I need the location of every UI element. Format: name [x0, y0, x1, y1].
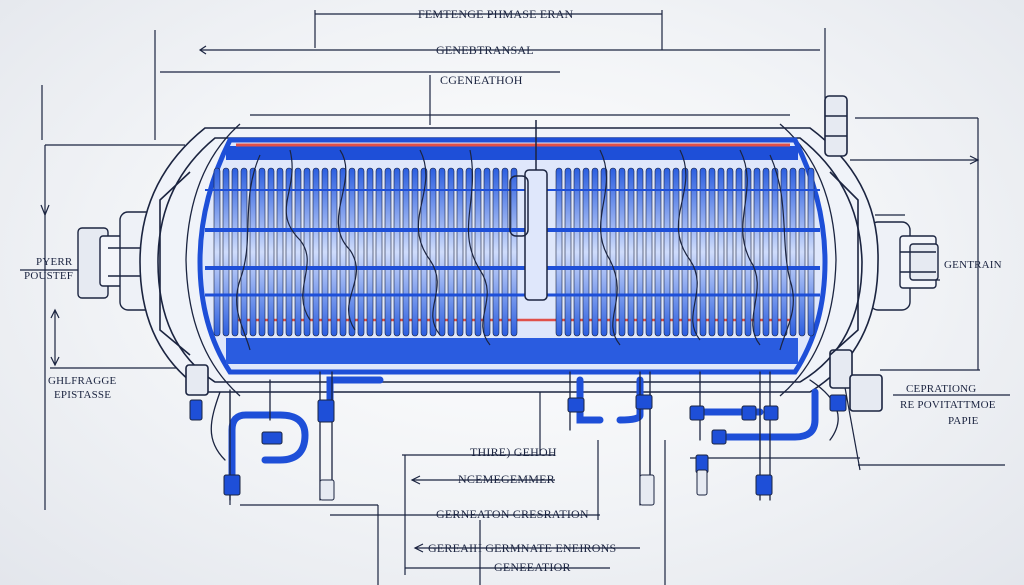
- label-top-sub1: GENEBTRANSAL: [436, 43, 534, 57]
- coil-windings: [213, 167, 815, 337]
- coil-turn: [798, 167, 806, 337]
- coil-turn: [771, 167, 779, 337]
- coil-turn: [762, 167, 770, 337]
- coil-turn: [807, 167, 815, 337]
- coil-turn: [375, 167, 383, 337]
- coil-turn: [717, 167, 725, 337]
- label-top-title: FEMTENGE PHMASE ERAN: [418, 7, 574, 21]
- label-right-mid-1: CEPRATIONG: [906, 383, 977, 395]
- coil-turn: [618, 167, 626, 337]
- coil-turn: [348, 167, 356, 337]
- coil-turn: [330, 167, 338, 337]
- coil-turn: [564, 167, 572, 337]
- coil-turn: [447, 167, 455, 337]
- coil-turn: [411, 167, 419, 337]
- coil-turn: [735, 167, 743, 337]
- coil-turn: [591, 167, 599, 337]
- coil-turn: [474, 167, 482, 337]
- coil-turn: [294, 167, 302, 337]
- coil-turn: [672, 167, 680, 337]
- coil-turn: [726, 167, 734, 337]
- label-bottom-1: THIRE) GEHOH: [470, 445, 557, 459]
- coil-turn: [753, 167, 761, 337]
- piping: [189, 371, 847, 506]
- coil-turn: [708, 167, 716, 337]
- label-bottom-3: GERNEATON CRESRATION: [436, 507, 589, 521]
- coil-turn: [213, 167, 221, 337]
- coil-turn: [402, 167, 410, 337]
- label-right-top: GENTRAIN: [944, 259, 1002, 271]
- coil-turn: [321, 167, 329, 337]
- wiring: [236, 149, 794, 351]
- coil-turn: [249, 167, 257, 337]
- coil-turn: [438, 167, 446, 337]
- coil-turn: [276, 167, 284, 337]
- coil-turn: [573, 167, 581, 337]
- coil-turn: [222, 167, 230, 337]
- coil-turn: [267, 167, 275, 337]
- label-left-mid-2: EPISTASSE: [54, 389, 112, 401]
- right-shaft: [869, 221, 939, 311]
- coil-turn: [627, 167, 635, 337]
- coil-turn: [699, 167, 707, 337]
- coil-turn: [456, 167, 464, 337]
- label-bottom-4: GEREAIH GERMNATE ENEIRONS: [428, 541, 617, 555]
- center-divider: [509, 120, 548, 301]
- label-left-mid-1: GHLFRAGGE: [48, 375, 117, 387]
- coil-turn: [663, 167, 671, 337]
- coil-rails: [205, 189, 820, 297]
- coil-turn: [258, 167, 266, 337]
- coil-turn: [582, 167, 590, 337]
- coil-turn: [654, 167, 662, 337]
- coil-turn: [357, 167, 365, 337]
- coil-turn: [393, 167, 401, 337]
- label-right-mid-2: RE POVITATTMOE: [900, 399, 996, 411]
- coil-turn: [312, 167, 320, 337]
- label-left-top-1: PYERR: [36, 256, 73, 268]
- coil-turn: [636, 167, 644, 337]
- label-top-sub2: CGENEATHOH: [440, 73, 523, 87]
- coil-turn: [384, 167, 392, 337]
- label-bottom-2: NCEMEGEMMER: [458, 472, 555, 486]
- coil-turn: [492, 167, 500, 337]
- label-bottom-5: GENEEATIOR: [494, 560, 571, 574]
- coil-turn: [366, 167, 374, 337]
- coil-turn: [645, 167, 653, 337]
- coil-turn: [555, 167, 563, 337]
- coil-turn: [501, 167, 509, 337]
- label-left-top-2: POUSTEF: [24, 270, 74, 282]
- coil-turn: [510, 167, 518, 337]
- label-right-mid-3: PAPIE: [948, 415, 979, 427]
